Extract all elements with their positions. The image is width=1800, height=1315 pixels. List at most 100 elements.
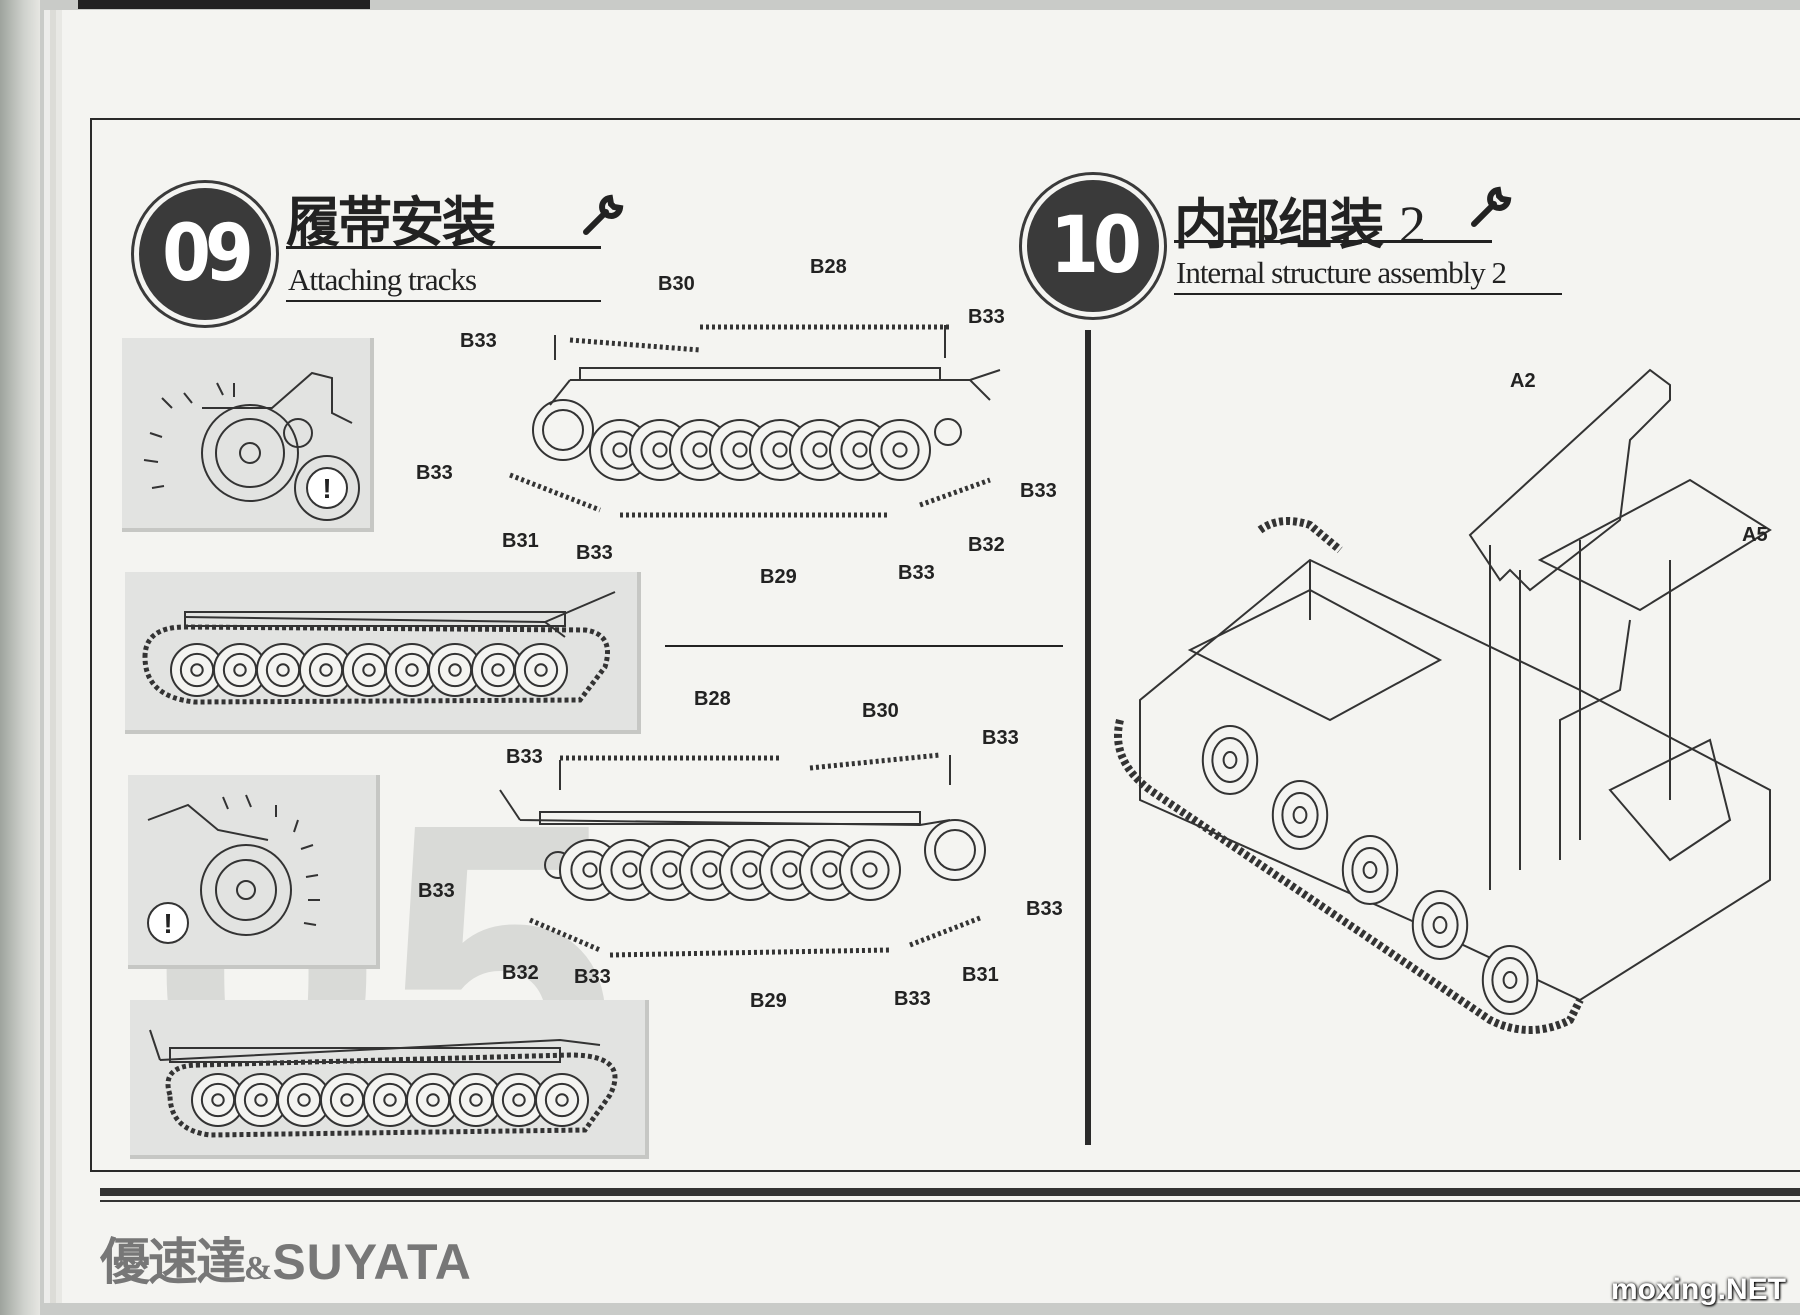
part-label: B29 [750,990,787,1012]
caution-icon: ! [322,473,331,504]
part-label: B30 [658,273,695,295]
tracks-assembled-panel-lower [130,1000,649,1159]
sprocket-detail-upper-drawing: ! [143,371,360,521]
road-wheel [1292,806,1308,824]
road-wheel [1432,916,1448,934]
part-label: B33 [460,330,497,352]
step-10-title-en: Internal structure assembly 2 [1176,255,1507,290]
scan-edge [0,0,40,1315]
road-wheel [1502,971,1518,989]
road-wheel [622,862,638,878]
road-wheel [812,442,828,458]
caution-icon: ! [163,908,172,939]
road-wheel [448,663,462,677]
step-10-title-underline [1174,240,1492,243]
part-label: B29 [760,566,797,588]
road-wheel [1362,861,1378,879]
track-exploded-upper-drawing [509,324,1001,518]
road-wheel [662,862,678,878]
step-09-separator-line [665,645,1063,647]
road-wheel [469,1093,483,1107]
road-wheel [254,1093,268,1107]
column-divider [1085,330,1091,1145]
page-frame [90,118,1800,1172]
tracks-assembled-upper-drawing [142,591,616,705]
brand-en: SUYATA [272,1234,472,1290]
road-wheel [782,862,798,878]
sprocket-detail-panel-lower: ! [128,775,380,969]
wrench-icon [583,194,624,235]
sprocket-detail-panel-upper: ! [122,338,374,532]
part-label: B33 [1020,480,1057,502]
road-wheel [190,663,204,677]
footer-rule [100,1188,1800,1196]
road-wheel [534,663,548,677]
step-09-subtitle-underline [286,300,601,302]
part-label: B33 [416,462,453,484]
step-09-badge: 09 [134,183,276,325]
part-label: B33 [576,542,613,564]
part-label: B33 [894,988,931,1010]
step-10-subtitle-underline [1174,293,1562,295]
part-label: B33 [982,727,1019,749]
brand-cn: 優速達 [100,1232,246,1291]
road-wheel [652,442,668,458]
brand-amp: & [244,1250,273,1287]
step-09-title-en: Attaching tracks [288,262,477,297]
road-wheel [512,1093,526,1107]
part-label: B31 [502,530,539,552]
road-wheel [692,442,708,458]
road-wheel [340,1093,354,1107]
tracks-assembled-lower-drawing [149,1029,618,1138]
part-label: B33 [898,562,935,584]
part-label: B33 [418,880,455,902]
part-label: B33 [506,746,543,768]
road-wheel [362,663,376,677]
road-wheel [822,862,838,878]
road-wheel [892,442,908,458]
step-10-title-cn: 内部组装 2 [1174,192,1426,256]
track-exploded-lower-drawing [499,752,986,958]
part-label: B31 [962,964,999,986]
road-wheel [742,862,758,878]
road-wheel [852,442,868,458]
road-wheel [297,1093,311,1107]
road-wheel [211,1093,225,1107]
hull-interior-drawing [1114,368,1772,1034]
step-09-title-cn: 履帯安装 [286,190,496,254]
footer-rule-thin [100,1200,1800,1202]
part-label: B32 [502,962,539,984]
road-wheel [405,663,419,677]
road-wheel [732,442,748,458]
part-label: B33 [574,966,611,988]
road-wheel [772,442,788,458]
road-wheel [276,663,290,677]
road-wheel [582,862,598,878]
road-wheel [555,1093,569,1107]
tracks-assembled-panel-upper [125,572,641,734]
road-wheel [702,862,718,878]
step-09-title-underline [286,246,601,249]
site-watermark: moxing.NET [1610,1273,1786,1306]
road-wheel [862,862,878,878]
step-10-badge: 10 [1022,175,1164,317]
part-label: B30 [862,700,899,722]
road-wheel [1222,751,1238,769]
wrench-icon [1471,186,1512,227]
part-label-a2: A2 [1510,370,1536,392]
road-wheel [383,1093,397,1107]
road-wheel [612,442,628,458]
road-wheel [491,663,505,677]
road-wheel [319,663,333,677]
part-label: B28 [694,688,731,710]
sprocket-detail-lower-drawing: ! [147,794,320,944]
part-label: B33 [968,306,1005,328]
top-bar [78,0,370,9]
road-wheel [426,1093,440,1107]
part-label: B32 [968,534,1005,556]
part-label-a5: A5 [1742,524,1768,546]
road-wheel [233,663,247,677]
brand-logo: 優速達&SUYATA [100,1222,472,1294]
part-label: B33 [1026,898,1063,920]
part-label: B28 [810,256,847,278]
